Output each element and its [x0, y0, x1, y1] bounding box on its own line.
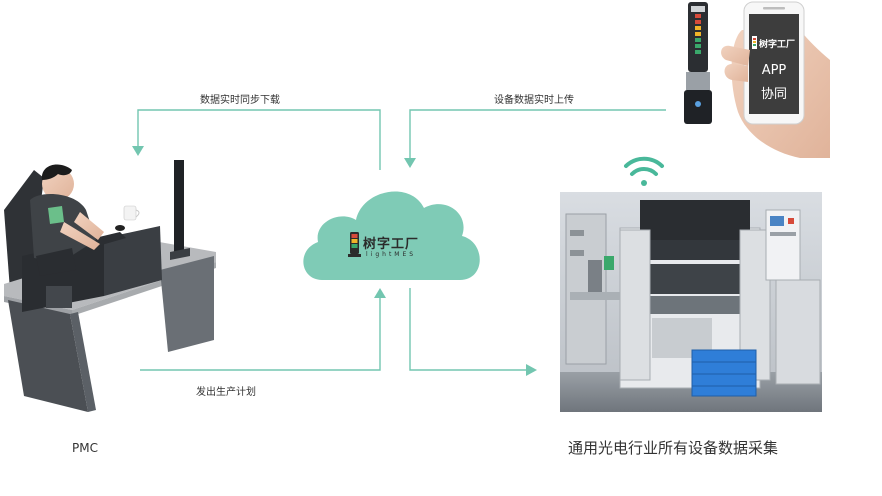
- cloud-brand-en: lightMES: [366, 251, 417, 258]
- equipment-photo: [560, 192, 822, 412]
- arrow-heads: [132, 146, 537, 376]
- caption-equipment: 通用光电行业所有设备数据采集: [568, 439, 779, 457]
- cloud-icon: [303, 191, 480, 280]
- arrowhead-pmc: [132, 146, 144, 156]
- arrow-to-equipment: [409, 288, 528, 371]
- label-upload: 设备数据实时上传: [494, 95, 574, 106]
- phone-app-line2: 协同: [760, 87, 787, 102]
- arrowhead-equipment: [526, 364, 537, 376]
- arrowhead-cloud-top: [404, 158, 416, 168]
- label-sync-down: 数据实时同步下载: [200, 95, 280, 106]
- arrowhead-cloud-bottom: [374, 288, 386, 298]
- arrow-upload: [409, 109, 666, 160]
- arrow-sync-down: [137, 109, 381, 170]
- cloud-brand-cn: 树字工厂: [363, 237, 420, 252]
- pmc-workstation-illustration: [4, 160, 216, 412]
- phone-logo-icon: [752, 36, 757, 49]
- signal-tower-lights: [695, 14, 701, 54]
- hand-phone-illustration: [721, 1, 830, 158]
- terminal-device-illustration: [684, 2, 712, 124]
- phone-app-line1: APP: [761, 63, 787, 78]
- arrow-plan: [140, 296, 381, 371]
- label-plan: 发出生产计划: [196, 387, 256, 398]
- flow-arrows: [137, 109, 666, 371]
- phone-brand-cn: 树字工厂: [759, 40, 796, 50]
- cloud-logo-icon: [348, 232, 361, 257]
- caption-pmc: PMC: [72, 441, 98, 455]
- wifi-icon: [624, 156, 664, 186]
